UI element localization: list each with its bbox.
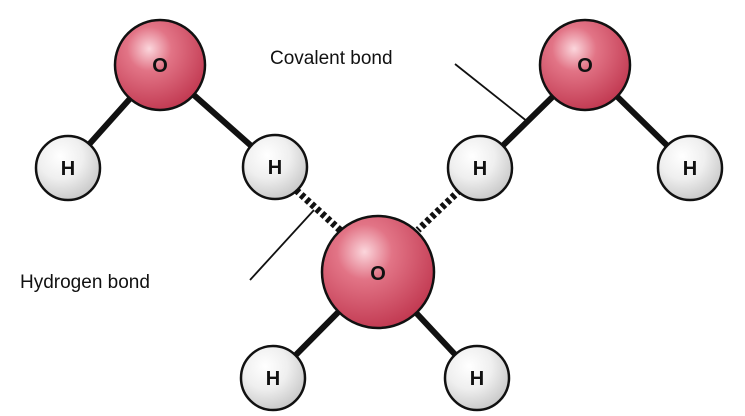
oxygen-atom (113, 18, 207, 112)
hydrogen-bond (415, 187, 463, 233)
oxygen-label: O (577, 55, 593, 77)
hydrogen-atom (34, 134, 102, 202)
hydrogen-atom (239, 344, 307, 412)
hydrogen-bond (293, 187, 343, 233)
hydrogen-atom (241, 133, 309, 201)
oxygen-atom (538, 18, 632, 112)
hydrogen-bond-label: Hydrogen bond (20, 272, 150, 293)
hydrogen-leader-line (249, 209, 315, 281)
hydrogen-label: H (473, 158, 487, 180)
hydrogen-label: H (266, 368, 280, 390)
hydrogen-label: H (683, 158, 697, 180)
hydrogen-label: H (268, 157, 282, 179)
hydrogen-label: H (61, 158, 75, 180)
covalent-leader-line (454, 63, 529, 123)
oxygen-atom (320, 214, 436, 330)
hydrogen-atom (443, 344, 511, 412)
hydrogen-atom (656, 134, 724, 202)
oxygen-label: O (152, 55, 168, 77)
hydrogen-bonds (293, 187, 463, 233)
oxygen-label: O (370, 263, 386, 285)
covalent-bond-label: Covalent bond (270, 48, 393, 69)
hydrogen-atom (446, 134, 514, 202)
hydrogen-label: H (470, 368, 484, 390)
